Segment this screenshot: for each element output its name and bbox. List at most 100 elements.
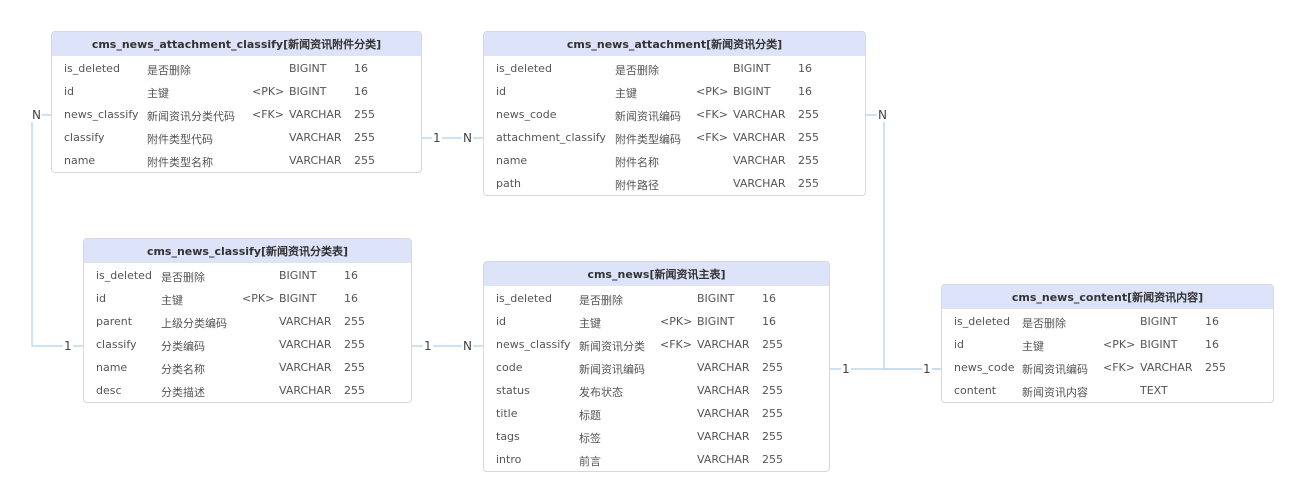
column-name: is_deleted <box>496 62 552 75</box>
column-comment: 主键 <box>161 294 183 307</box>
column-comment: 附件类型编码 <box>615 133 681 146</box>
column-name: attachment_classify <box>496 131 606 144</box>
column-type: VARCHAR <box>733 131 786 144</box>
column-type: VARCHAR <box>279 361 332 374</box>
column-comment: 附件类型代码 <box>147 133 213 146</box>
column-name: is_deleted <box>496 292 552 305</box>
column-key: <FK> <box>660 338 692 351</box>
column-comment: 分类名称 <box>161 363 205 376</box>
column-type: TEXT <box>1140 384 1168 397</box>
column-name: name <box>496 154 528 167</box>
column-type: VARCHAR <box>733 154 786 167</box>
cardinality-one: 1 <box>63 339 73 353</box>
column-comment: 新闻资讯分类代码 <box>147 110 235 123</box>
column-length: 16 <box>798 85 812 98</box>
column-length: 255 <box>798 177 819 190</box>
column-length: 16 <box>762 292 776 305</box>
cardinality-one: 1 <box>432 131 442 145</box>
column-name: code <box>496 361 523 374</box>
column-length: 255 <box>798 131 819 144</box>
column-comment: 主键 <box>1022 340 1044 353</box>
column-type: VARCHAR <box>289 154 342 167</box>
column-comment: 主键 <box>147 87 169 100</box>
column-name: news_classify <box>496 338 571 351</box>
column-type: VARCHAR <box>733 108 786 121</box>
column-length: 16 <box>1205 315 1219 328</box>
column-length: 255 <box>762 361 783 374</box>
column-type: VARCHAR <box>289 108 342 121</box>
column-name: parent <box>96 315 133 328</box>
column-name: id <box>954 338 965 351</box>
cardinality-many: N <box>462 339 473 353</box>
column-length: 255 <box>354 131 375 144</box>
column-type: BIGINT <box>733 85 771 98</box>
column-name: desc <box>96 384 122 397</box>
column-key: <PK> <box>1103 338 1136 351</box>
column-comment: 前言 <box>579 455 601 468</box>
column-type: VARCHAR <box>697 338 750 351</box>
column-length: 255 <box>1205 361 1226 374</box>
column-name: news_classify <box>64 108 139 121</box>
column-length: 16 <box>354 62 368 75</box>
column-type: VARCHAR <box>697 384 750 397</box>
column-type: VARCHAR <box>697 453 750 466</box>
column-comment: 发布状态 <box>579 386 623 399</box>
column-comment: 主键 <box>579 317 601 330</box>
column-key: <FK> <box>1103 361 1135 374</box>
column-length: 255 <box>344 384 365 397</box>
column-comment: 新闻资讯编码 <box>579 363 645 376</box>
column-name: path <box>496 177 522 190</box>
column-type: VARCHAR <box>279 338 332 351</box>
column-comment: 是否删除 <box>1022 317 1066 330</box>
column-type: VARCHAR <box>279 315 332 328</box>
column-type: VARCHAR <box>697 430 750 443</box>
column-length: 16 <box>354 85 368 98</box>
column-comment: 是否删除 <box>147 64 191 77</box>
column-name: is_deleted <box>954 315 1010 328</box>
column-name: title <box>496 407 518 420</box>
column-comment: 上级分类编码 <box>161 317 227 330</box>
entity-title: cms_news_classify[新闻资讯分类表] <box>84 239 411 263</box>
column-comment: 是否删除 <box>579 294 623 307</box>
column-name: name <box>64 154 96 167</box>
column-length: 255 <box>344 361 365 374</box>
column-name: classify <box>64 131 105 144</box>
column-comment: 是否删除 <box>615 64 659 77</box>
column-type: VARCHAR <box>697 361 750 374</box>
cardinality-one: 1 <box>423 339 433 353</box>
column-length: 16 <box>344 269 358 282</box>
entity-title: cms_news[新闻资讯主表] <box>484 262 829 286</box>
column-key: <FK> <box>696 108 728 121</box>
column-type: BIGINT <box>697 315 735 328</box>
column-comment: 新闻资讯分类 <box>579 340 645 353</box>
column-name: id <box>96 292 107 305</box>
column-name: is_deleted <box>64 62 120 75</box>
column-comment: 附件名称 <box>615 156 659 169</box>
column-length: 255 <box>762 384 783 397</box>
entity-cms-news-attachment-classify[interactable]: cms_news_attachment_classify[新闻资讯附件分类] i… <box>51 31 422 173</box>
column-name: id <box>64 85 75 98</box>
column-name: news_code <box>954 361 1015 374</box>
column-type: BIGINT <box>289 85 327 98</box>
column-comment: 附件路径 <box>615 179 659 192</box>
column-comment: 主键 <box>615 87 637 100</box>
column-type: VARCHAR <box>1140 361 1193 374</box>
column-name: tags <box>496 430 520 443</box>
